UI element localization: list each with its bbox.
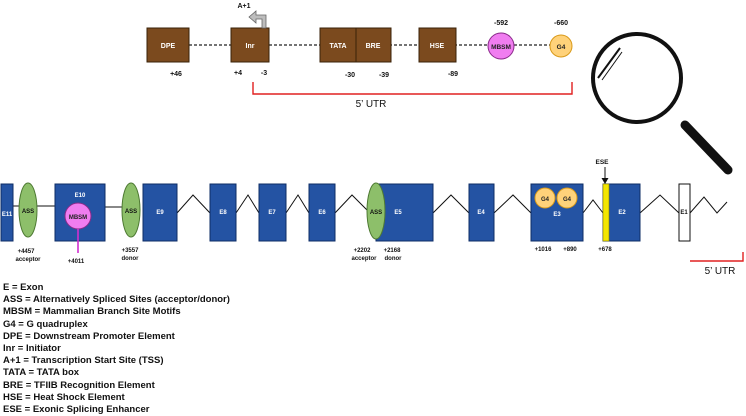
exon-e2-label: E2 <box>618 210 626 216</box>
exon-e10-label: E10 <box>75 193 86 199</box>
pos-890: +890 <box>563 247 577 253</box>
exon-e9-label: E9 <box>156 210 164 216</box>
pos-bre: -39 <box>379 72 389 79</box>
legend-item: HSE = Heat Shock Element <box>3 391 125 403</box>
pos-inr-a: +4 <box>234 70 242 77</box>
exon-e8 <box>209 183 237 242</box>
gene-structure: E11 ASS E10 MBSM ASS E9 E8 E7 E6 E5 ASS … <box>0 159 744 277</box>
pos-inr-b: -3 <box>261 70 267 77</box>
legend-item: MBSM = Mammalian Branch Site Motifs <box>3 306 181 318</box>
magnifier-icon <box>591 32 733 175</box>
legend-item: ESE = Exonic Splicing Enhancer <box>3 404 150 416</box>
pos-mbsm: -592 <box>494 20 508 27</box>
inr-box <box>230 27 270 63</box>
pos-g4: -660 <box>554 20 568 27</box>
ass-4457-label: ASS <box>22 209 34 215</box>
pos-2168-donor: donor <box>385 256 403 262</box>
promoter-utr-bracket <box>252 82 573 95</box>
pos-4457: +4457 <box>18 249 36 255</box>
exon-e6 <box>308 183 336 242</box>
exon-e11 <box>0 183 14 242</box>
ass-2202-label: ASS <box>370 210 382 216</box>
legend-item: BRE = TFIIB Recognition Element <box>3 379 155 391</box>
exon-e9 <box>142 183 178 242</box>
ese-arrowhead-icon <box>601 178 609 184</box>
exon-e11-label: E11 <box>2 212 13 218</box>
exon-e3-label: E3 <box>553 212 561 218</box>
hse-box <box>418 27 457 63</box>
promoter-region: DPE Inr A+1 TATA BRE HSE MBSM G4 +46 +4 … <box>146 3 573 110</box>
dpe-label: DPE <box>161 43 176 50</box>
exon-e4-label: E4 <box>477 210 485 216</box>
ese-label: ESE <box>595 159 609 166</box>
legend: E = Exon ASS = Alternatively Spliced Sit… <box>3 282 230 416</box>
promoter-mbsm-label: MBSM <box>491 44 511 51</box>
exon-e7-label: E7 <box>268 210 276 216</box>
tata-label: TATA <box>329 43 346 50</box>
pos-dpe: +46 <box>170 71 182 78</box>
intron-line <box>493 194 532 214</box>
intron-line <box>689 196 728 214</box>
gene-g4-b <box>556 187 578 209</box>
tss-label: A+1 <box>237 3 250 10</box>
gene-utr-bracket <box>690 252 744 262</box>
tata-box <box>319 27 357 63</box>
bre-box <box>355 27 392 63</box>
gene-g4-b-label: G4 <box>563 197 572 203</box>
pos-tata: -30 <box>345 72 355 79</box>
gene-g4-a <box>534 187 556 209</box>
legend-item: TATA = TATA box <box>3 367 80 379</box>
hse-label: HSE <box>430 43 445 50</box>
gene-utr-label: 5’ UTR <box>705 266 736 277</box>
intron-line <box>639 194 680 214</box>
exon-e7 <box>258 183 287 242</box>
pos-678: +678 <box>598 247 612 253</box>
tss-arrow-icon <box>248 10 267 29</box>
legend-item: ASS = Alternatively Spliced Sites (accep… <box>3 294 230 306</box>
inr-label: Inr <box>246 43 255 50</box>
promoter-mbsm <box>487 32 515 60</box>
promoter-g4 <box>549 34 573 58</box>
ass-4457 <box>18 182 38 238</box>
pos-3557: +3557 <box>122 248 140 254</box>
ass-3557 <box>121 182 141 238</box>
dpe-box <box>146 27 190 63</box>
promoter-utr-label: 5’ UTR <box>356 99 387 110</box>
pos-1016: +1016 <box>535 247 553 253</box>
intron-line <box>176 194 211 214</box>
pos-3557-donor: donor <box>122 256 140 262</box>
legend-item: Inr = Initiator <box>3 343 61 355</box>
pos-4457-acceptor: acceptor <box>15 257 41 263</box>
promoter-g4-label: G4 <box>557 44 566 51</box>
legend-item: G4 = G quadruplex <box>3 318 88 330</box>
exon-e1 <box>678 183 691 242</box>
legend-item: A+1 = Transcription Start Site (TSS) <box>3 355 164 367</box>
exon-e5 <box>375 183 434 242</box>
intron-line <box>235 194 260 214</box>
pos-4011: +4011 <box>68 259 85 265</box>
bre-label: BRE <box>366 43 381 50</box>
ass-3557-label: ASS <box>125 209 137 215</box>
intron-line <box>432 194 470 214</box>
pos-2168: +2168 <box>384 248 402 254</box>
gene-g4-a-label: G4 <box>541 197 550 203</box>
intron-line <box>285 194 310 214</box>
gene-mbsm-label: MBSM <box>69 215 87 221</box>
pos-2202-acceptor: acceptor <box>351 256 377 262</box>
legend-item: DPE = Downstream Promoter Element <box>3 330 175 342</box>
exon-e5-label: E5 <box>394 210 402 216</box>
intron-line <box>334 194 371 214</box>
intron-line <box>582 199 604 214</box>
exon-e1-label: E1 <box>680 210 688 216</box>
exon-e4 <box>468 183 495 242</box>
exon-e6-label: E6 <box>318 210 326 216</box>
ass-2202 <box>366 182 386 240</box>
ese-band <box>602 183 610 242</box>
legend-item: E = Exon <box>3 282 44 293</box>
pos-hse: -89 <box>448 71 458 78</box>
pos-2202: +2202 <box>354 248 372 254</box>
exon-e8-label: E8 <box>219 210 227 216</box>
